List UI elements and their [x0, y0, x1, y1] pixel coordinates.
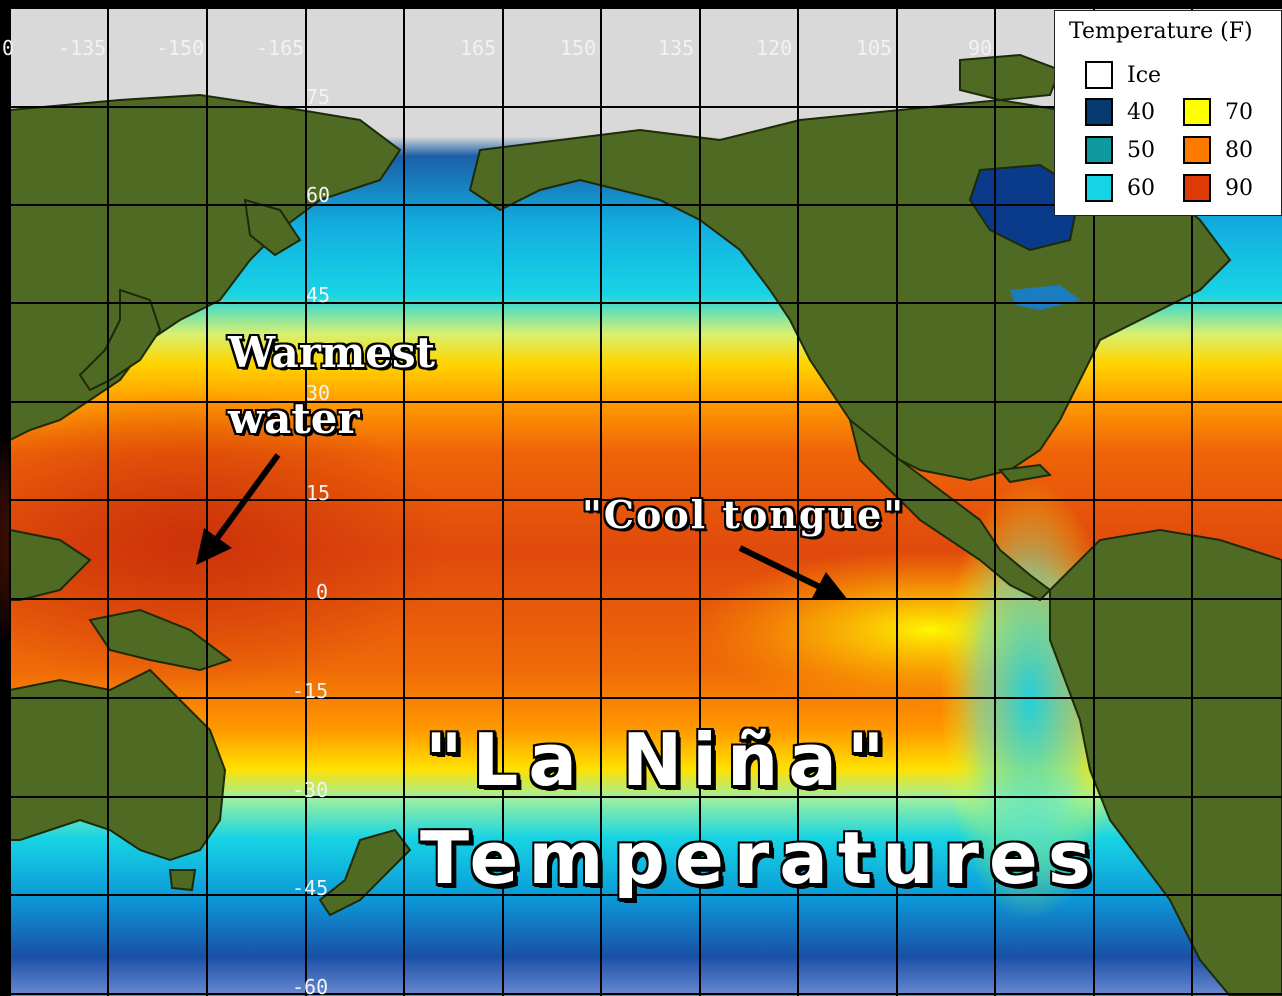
- legend-swatch: [1085, 136, 1113, 164]
- lon-label: -150: [156, 36, 204, 60]
- lat-label: 30: [306, 381, 330, 405]
- temperature-legend: Temperature (F) Ice 40 50 60 70 80 90: [1054, 10, 1282, 216]
- lon-label: 150: [560, 36, 596, 60]
- legend-label: 80: [1225, 137, 1253, 163]
- legend-swatch: [1183, 98, 1211, 126]
- legend-label: 40: [1127, 99, 1155, 125]
- map-title-line1: "La Niña": [425, 718, 895, 802]
- legend-item-70: 70: [1183, 97, 1253, 127]
- legend-item-ice: Ice: [1085, 60, 1161, 90]
- legend-label: 50: [1127, 137, 1155, 163]
- legend-item-50: 50: [1085, 135, 1155, 165]
- legend-swatch: [1085, 61, 1113, 89]
- lon-label: -165: [256, 36, 304, 60]
- legend-item-60: 60: [1085, 173, 1155, 203]
- legend-swatch: [1085, 174, 1113, 202]
- lon-label: 90: [968, 36, 992, 60]
- warmest-water-arrow: [207, 453, 281, 550]
- lat-label: 60: [306, 183, 330, 207]
- latitude-labels: 75 60 45 30 15 0 -15 -30 -45 -60: [292, 85, 330, 996]
- lon-label: 105: [856, 36, 892, 60]
- legend-title: Temperature (F): [1069, 19, 1253, 44]
- legend-label: 60: [1127, 175, 1155, 201]
- lat-label: 45: [306, 283, 330, 307]
- cool-tongue-arrow: [738, 545, 828, 593]
- legend-item-40: 40: [1085, 97, 1155, 127]
- longitude-labels: 0 -135 -150 -165 165 150 135 120 105 90: [2, 36, 992, 60]
- lat-label: -45: [292, 876, 328, 900]
- lon-label: 135: [658, 36, 694, 60]
- warmest-water-label-line1: Warmest: [228, 328, 436, 377]
- lat-label: 0: [316, 580, 328, 604]
- lon-label: 0: [2, 36, 14, 60]
- warmest-water-label-line2: water: [228, 394, 360, 443]
- lat-label: -30: [292, 778, 328, 802]
- legend-item-90: 90: [1183, 173, 1253, 203]
- warmest-water-arrowhead: [196, 528, 232, 565]
- land-masses: [9, 53, 1282, 996]
- legend-swatch: [1183, 174, 1211, 202]
- lon-label: 120: [756, 36, 792, 60]
- legend-label: 70: [1225, 99, 1253, 125]
- legend-item-80: 80: [1183, 135, 1253, 165]
- legend-label: 90: [1225, 175, 1253, 201]
- cool-tongue-label: "Cool tongue": [582, 492, 906, 537]
- lon-label: 165: [460, 36, 496, 60]
- legend-label: Ice: [1127, 62, 1162, 88]
- cool-tongue-arrowhead: [812, 572, 848, 600]
- lat-label: -15: [292, 679, 328, 703]
- legend-swatch: [1085, 98, 1113, 126]
- lon-label: -135: [58, 36, 106, 60]
- lat-label: 15: [306, 481, 330, 505]
- map-title-line2: Temperatures: [420, 816, 1101, 900]
- lat-label: 75: [306, 85, 330, 109]
- annotation-arrows: [196, 453, 848, 600]
- lat-label: -60: [292, 975, 328, 996]
- legend-swatch: [1183, 136, 1211, 164]
